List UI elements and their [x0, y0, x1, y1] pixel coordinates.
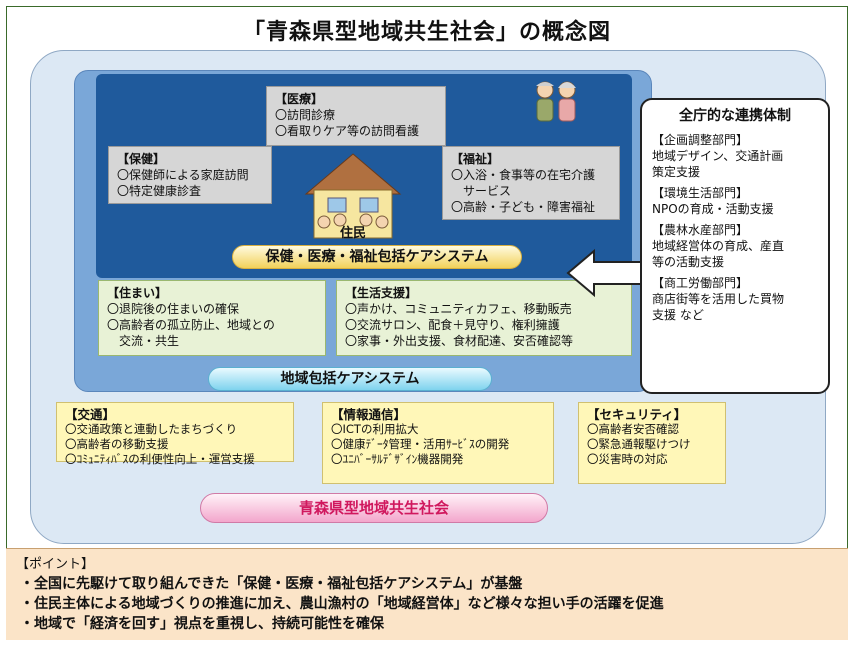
health-care-welfare-system-label: 保健・医療・福祉包括ケアシステム	[232, 245, 522, 269]
sumai-item: 交流・共生	[107, 334, 180, 348]
seikatsu-box: 【生活支援】 〇声かけ、コミュニティカフェ、移動販売 〇交流サロン、配食＋見守り…	[336, 280, 632, 356]
hoken-item: 〇特定健康診査	[117, 184, 202, 198]
points-head: 【ポイント】	[16, 557, 95, 572]
security-item: 〇緊急通報駆けつけ	[587, 437, 691, 451]
joho-box: 【情報通信】 〇ICTの利用拡大 〇健康ﾃﾞｰﾀ管理・活用ｻｰﾋﾞｽの開発 〇ﾕ…	[322, 402, 554, 484]
hoken-box: 【保健】 〇保健師による家庭訪問 〇特定健康診査	[108, 146, 272, 204]
department-section: 【農林水産部門】 地域経営体の育成、産直 等の活動支援	[652, 222, 818, 270]
sumai-item: 〇高齢者の孤立防止、地域との	[107, 318, 275, 332]
kotsu-head: 【交通】	[65, 407, 116, 422]
department-body: NPOの育成・活動支援	[652, 202, 774, 216]
department-head: 【商工労働部門】	[652, 276, 749, 290]
joho-item: 〇ICTの利用拡大	[331, 422, 419, 436]
joho-head: 【情報通信】	[331, 407, 407, 422]
kotsu-item: 〇交通政策と連動したまちづくり	[65, 422, 238, 436]
iryo-item: 〇訪問診療	[275, 108, 336, 122]
fukushi-head: 【福祉】	[451, 152, 500, 166]
kotsu-item: 〇ｺﾐｭﾆﾃｨﾊﾞｽの利便性向上・運営支援	[65, 452, 255, 466]
joho-item: 〇健康ﾃﾞｰﾀ管理・活用ｻｰﾋﾞｽの開発	[331, 437, 510, 451]
security-item: 〇高齢者安否確認	[587, 422, 679, 436]
department-body: 地域デザイン、交通計画	[652, 149, 784, 163]
department-head: 【企画調整部門】	[652, 133, 749, 147]
fukushi-box: 【福祉】 〇入浴・食事等の在宅介護 サービス 〇高齢・子ども・障害福祉	[442, 146, 620, 220]
security-head: 【セキュリティ】	[587, 407, 687, 422]
residents-label: 住民	[339, 226, 366, 241]
hoken-head: 【保健】	[117, 152, 166, 166]
iryo-head: 【医療】	[275, 92, 324, 106]
point-line: ・地域で「経済を回す」視点を重視し、持続可能性を確保	[20, 616, 384, 632]
page-title: 「青森県型地域共生社会」の概念図	[242, 20, 611, 45]
regional-society-label: 青森県型地域共生社会	[200, 493, 548, 523]
residents-house-icon	[304, 153, 402, 239]
department-section: 【環境生活部門】 NPOの育成・活動支援	[652, 185, 818, 217]
security-item: 〇災害時の対応	[587, 452, 668, 466]
community-care-system-label: 地域包括ケアシステム	[208, 367, 492, 391]
points-box: 【ポイント】 ・全国に先駆けて取り組んできた「保健・医療・福祉包括ケアシステム」…	[6, 548, 848, 640]
point-line: ・全国に先駆けて取り組んできた「保健・医療・福祉包括ケアシステム」が基盤	[20, 576, 523, 592]
security-box: 【セキュリティ】 〇高齢者安否確認 〇緊急通報駆けつけ 〇災害時の対応	[578, 402, 726, 484]
iryo-item: 〇看取りケア等の訪問看護	[275, 124, 420, 138]
seikatsu-item: 〇交流サロン、配食＋見守り、権利擁護	[345, 318, 560, 332]
joho-item: 〇ﾕﾆﾊﾞｰｻﾙﾃﾞｻﾞｲﾝ機器開発	[331, 452, 464, 466]
department-section: 【企画調整部門】 地域デザイン、交通計画 策定支援	[652, 132, 818, 180]
sumai-head: 【住まい】	[107, 286, 168, 300]
department-body: 策定支援	[652, 165, 701, 179]
department-body: 地域経営体の育成、産直	[652, 239, 785, 253]
left-arrow-icon	[566, 248, 645, 298]
elderly-couple-icon	[536, 81, 576, 122]
seikatsu-item: 〇声かけ、コミュニティカフェ、移動販売	[345, 302, 572, 316]
department-head: 【環境生活部門】	[652, 186, 749, 200]
iryo-box: 【医療】 〇訪問診療 〇看取りケア等の訪問看護	[266, 86, 446, 146]
seikatsu-item: 〇家事・外出支援、食材配達、安否確認等	[345, 334, 574, 348]
hoken-item: 〇保健師による家庭訪問	[117, 168, 249, 182]
kotsu-box: 【交通】 〇交通政策と連動したまちづくり 〇高齢者の移動支援 〇ｺﾐｭﾆﾃｨﾊﾞ…	[56, 402, 294, 466]
fukushi-item: 〇高齢・子ども・障害福祉	[451, 200, 596, 214]
fukushi-item: 〇入浴・食事等の在宅介護	[451, 168, 596, 182]
fukushi-item: サービス	[451, 184, 512, 198]
cross-department-title: 全庁的な連携体制	[679, 108, 791, 124]
department-body: 支援 など	[652, 308, 704, 322]
seikatsu-head: 【生活支援】	[345, 286, 418, 300]
department-body: 商店街等を活用した買物	[652, 292, 785, 306]
department-section: 【商工労働部門】 商店街等を活用した買物 支援 など	[652, 275, 818, 323]
department-body: 等の活動支援	[652, 255, 725, 269]
sumai-box: 【住まい】 〇退院後の住まいの確保 〇高齢者の孤立防止、地域との 交流・共生	[98, 280, 326, 356]
point-line: ・住民主体による地域づくりの推進に加え、農山漁村の「地域経営体」など様々な担い手…	[20, 596, 664, 612]
cross-department-box: 全庁的な連携体制 【企画調整部門】 地域デザイン、交通計画 策定支援 【環境生活…	[640, 98, 830, 394]
department-head: 【農林水産部門】	[652, 223, 749, 237]
sumai-item: 〇退院後の住まいの確保	[107, 302, 240, 316]
kotsu-item: 〇高齢者の移動支援	[65, 437, 169, 451]
